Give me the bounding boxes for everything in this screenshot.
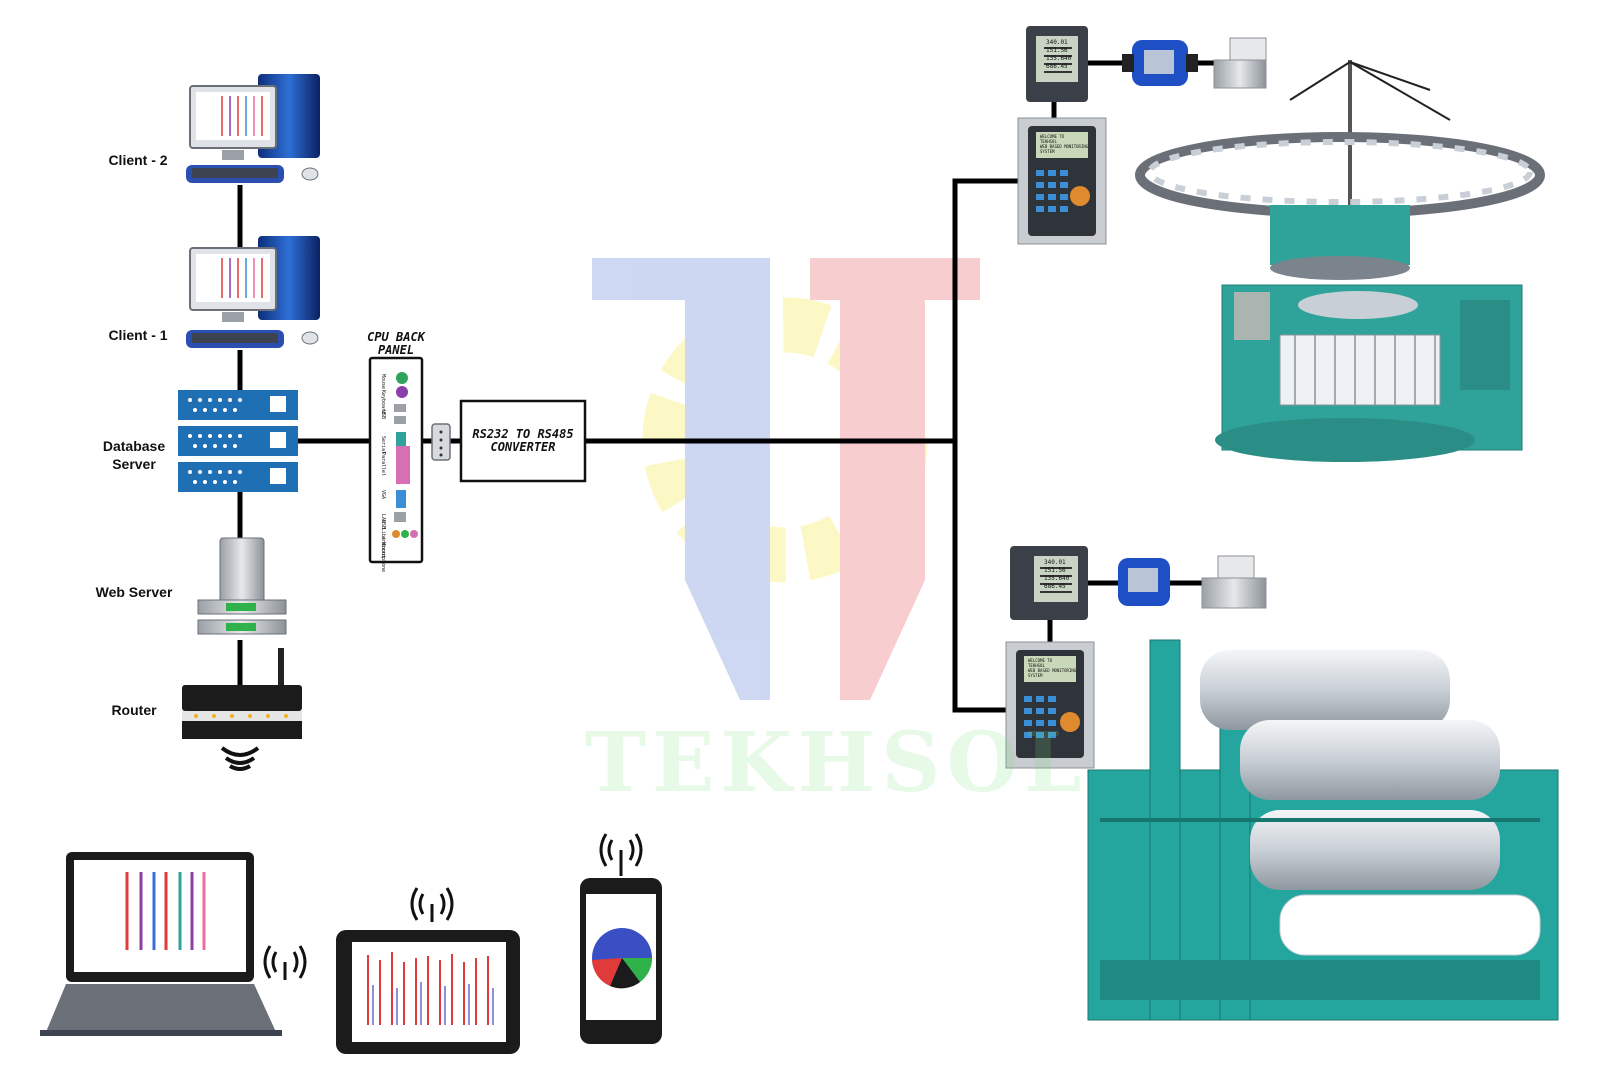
client-2-computer <box>186 74 320 183</box>
client-1-computer <box>186 236 320 348</box>
cpu-back-panel-label: CPU BACK PANEL <box>367 330 425 357</box>
wifi-signal-icon <box>263 945 307 980</box>
tablet-device <box>336 930 520 1054</box>
controller-screen-text: WEB BASED MONITORING <box>1028 668 1077 673</box>
controller-screen-text: WELCOME TO <box>1040 134 1065 139</box>
flow-meter-2 <box>1118 558 1170 606</box>
serial-port-connector <box>431 423 451 461</box>
controller-screen-text: WELCOME TO <box>1028 658 1053 663</box>
converter-label: RS232 TO RS485 CONVERTER <box>472 427 574 454</box>
web-server-icon <box>197 537 287 635</box>
panel-port-label: Serial <box>380 436 386 454</box>
panel-port-label: USB <box>380 520 386 529</box>
energy-meter-2 <box>1010 546 1088 620</box>
wifi-signal-icon <box>410 887 454 922</box>
flow-meter-1 <box>1122 40 1198 86</box>
meter-reading: 151.56 <box>1044 567 1066 574</box>
wifi-signal-icon <box>599 833 643 876</box>
meter-reading: 686.45 <box>1044 583 1066 590</box>
meter-reading: 135.640 <box>1046 55 1072 62</box>
panel-port-label: Keyboard <box>380 390 386 414</box>
controller-screen-text: TEKHSOL <box>1040 139 1057 144</box>
controller-unit-2 <box>1005 641 1095 769</box>
controller-screen-text: TEKHSOL <box>1028 663 1045 668</box>
warp-knitting-machine <box>1087 639 1559 1021</box>
laptop-device <box>40 852 282 1036</box>
panel-port-label: Microphone <box>380 542 386 572</box>
meter-reading: 340.01 <box>1046 39 1068 46</box>
controller-screen-text: SYSTEM <box>1040 149 1055 154</box>
air-flow-sensor-1 <box>1213 37 1267 89</box>
controller-screen-text: WEB BASED MONITORING <box>1040 144 1089 149</box>
web-server-label: Web Server <box>95 584 173 600</box>
smartphone-device <box>580 878 662 1044</box>
meter-reading: 135.640 <box>1044 575 1070 582</box>
converter-box <box>459 399 587 483</box>
circular-knitting-machine <box>1135 60 1545 462</box>
panel-port-label: Mouse <box>380 374 386 389</box>
meter-reading: 151.56 <box>1046 47 1068 54</box>
watermark-logo <box>592 258 980 700</box>
controller-unit-1 <box>1017 117 1107 245</box>
router-label: Router <box>111 702 157 718</box>
panel-port-label: Line in <box>380 528 386 549</box>
database-server-icon <box>178 390 298 492</box>
panel-port-label: USB <box>380 410 386 419</box>
watermark-text: TEKHSOL <box>585 715 1088 811</box>
air-flow-sensor-2 <box>1201 555 1267 609</box>
panel-port-label: LAN <box>380 514 386 523</box>
controller-screen-text: SYSTEM <box>1028 673 1043 678</box>
cpu-back-panel <box>368 356 424 564</box>
client-1-label: Client - 1 <box>108 327 168 343</box>
energy-meter-1 <box>1026 26 1088 102</box>
router-icon <box>182 648 302 739</box>
panel-port-label: Line out <box>380 534 386 558</box>
meter-reading: 686.45 <box>1046 63 1068 70</box>
panel-port-label: Parallel <box>380 452 386 476</box>
database-server-label: Database Server <box>102 438 166 472</box>
client-2-label: Client - 2 <box>108 152 168 168</box>
meter-reading: 340.01 <box>1044 559 1066 566</box>
panel-port-label: VGA <box>380 490 386 499</box>
wifi-signal-icon <box>220 746 260 771</box>
